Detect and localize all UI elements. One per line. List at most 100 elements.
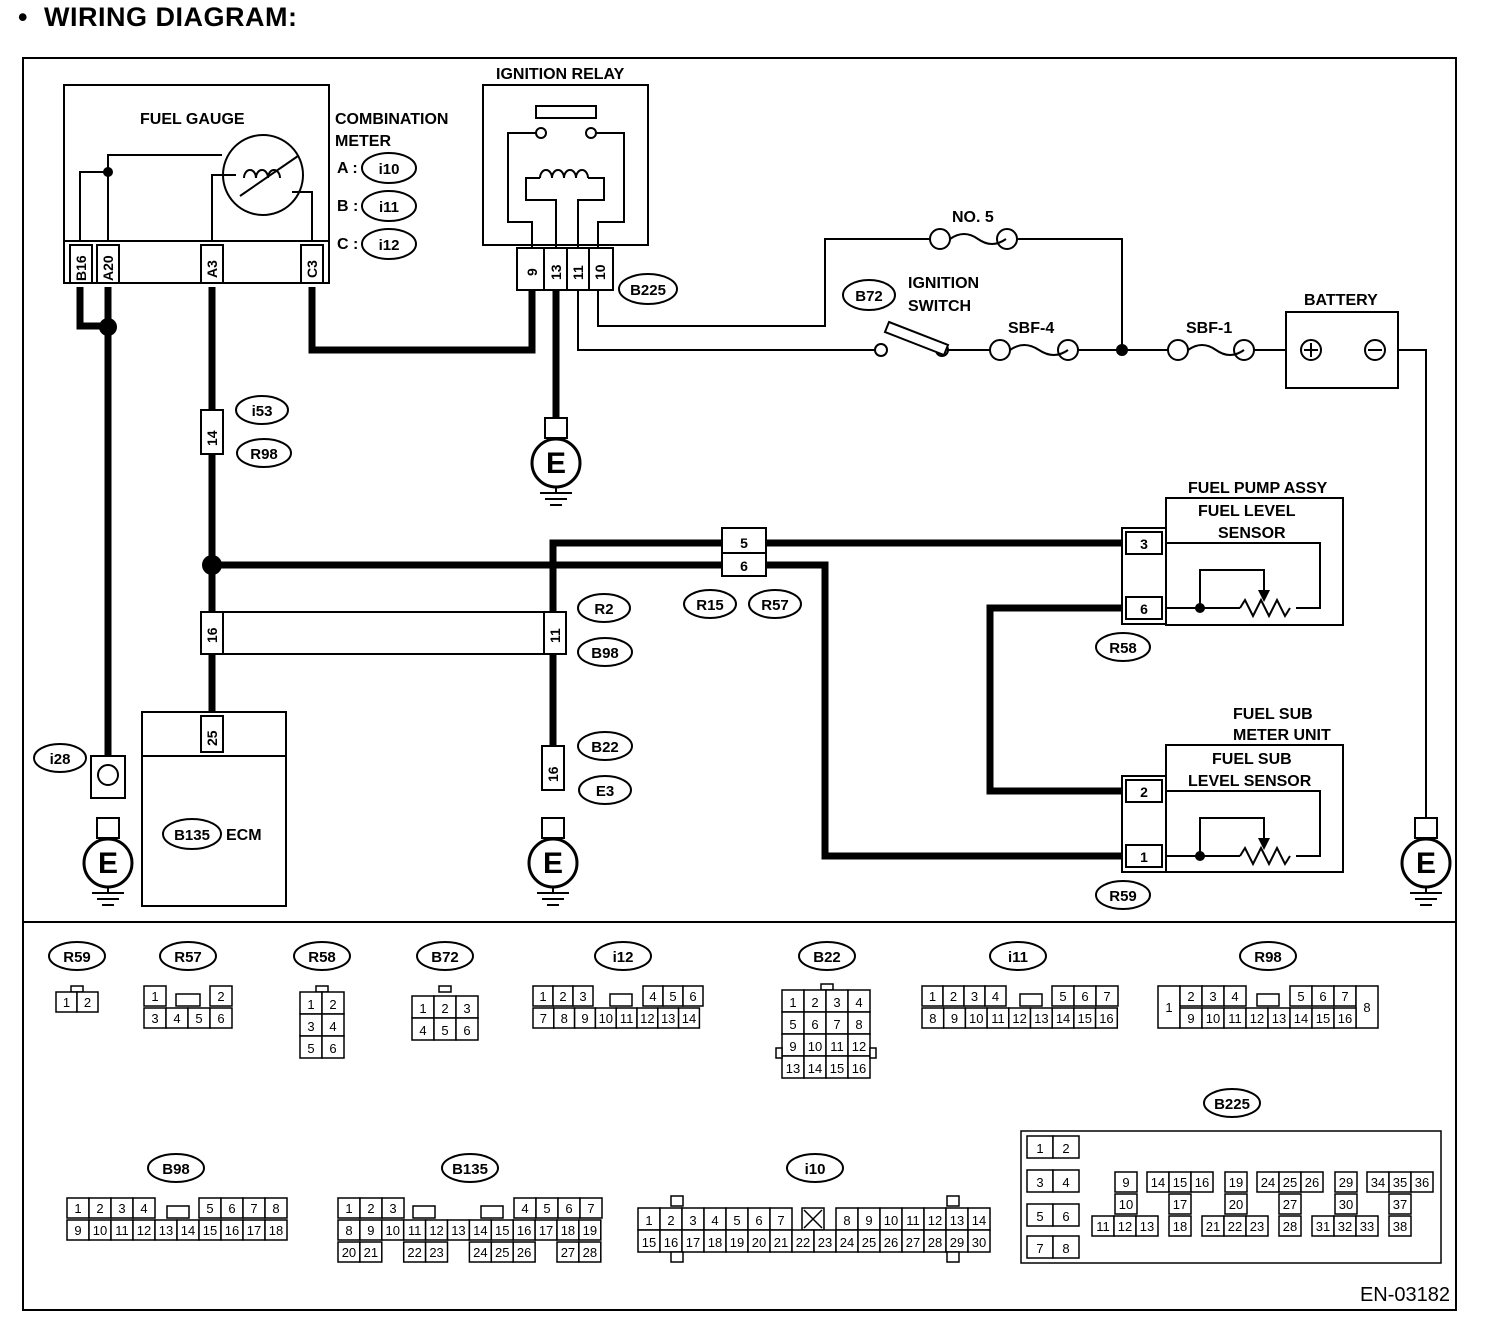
connector-pin-number: 22 [796, 1235, 810, 1250]
connector-view-tag-text: B22 [813, 949, 841, 966]
connector-pin-number: 1 [929, 989, 936, 1004]
pin-cell [1125, 779, 1163, 803]
connector-pin-number: 24 [1261, 1175, 1275, 1190]
connector-pin-cell [132, 1197, 156, 1219]
wire-c3-relay9 [308, 287, 536, 354]
connector-key [820, 983, 834, 991]
connector-tag-b135 [162, 818, 222, 850]
diagram-frame [22, 57, 1457, 1311]
wiper-arrow-icon [1258, 590, 1270, 602]
connector-pin-cell [1278, 1193, 1302, 1215]
connector-view-tag [786, 1153, 844, 1183]
pin-r59-1: 1 [1140, 849, 1148, 865]
connector-pin-number: 11 [115, 1223, 129, 1238]
connector-pin-number: 4 [1231, 989, 1238, 1004]
connector-pin-number: 2 [950, 989, 957, 1004]
connector-pin-number: 23 [1250, 1219, 1264, 1234]
connector-tag-r15 [683, 589, 737, 619]
connector-pin-number: 4 [649, 989, 656, 1004]
inline-connectors: 14 i53 R98 5 6 R15 R57 16 11 R2 B98 16 B… [33, 395, 802, 805]
connector-pin-number: 2 [559, 989, 566, 1004]
relay-housing [482, 84, 649, 246]
wire-relay11-switch [577, 290, 875, 351]
connector-pin-number: 29 [950, 1235, 964, 1250]
connector-view-tag-text: R57 [174, 949, 202, 966]
connector-pin-number: 17 [539, 1223, 553, 1238]
connector-pin-number: 16 [1195, 1175, 1209, 1190]
connector-pin-number: 5 [733, 1213, 740, 1228]
connector-tag-i10 [361, 152, 417, 184]
pin-r15-5: 5 [740, 535, 748, 551]
connector-pin-cell [578, 1219, 602, 1241]
connector-tag-e3 [578, 775, 632, 805]
connector-pin-number: 28 [928, 1235, 942, 1250]
ignition-relay-label: IGNITION RELAY [496, 66, 625, 83]
connector-pin-number: 16 [664, 1235, 678, 1250]
connector-pin-number: 15 [1173, 1175, 1187, 1190]
splice-dot [1116, 344, 1128, 356]
connector-pin-number: 15 [1078, 1011, 1092, 1026]
connector-pin-number: 2 [217, 989, 224, 1004]
pin-cell [300, 244, 324, 284]
connector-pin-number: 3 [463, 1001, 470, 1016]
connector-pin-number: 6 [811, 1017, 818, 1032]
connector-pin-number: 2 [811, 995, 818, 1010]
relay-contact-bar [535, 105, 597, 119]
splice-dot [1195, 851, 1205, 861]
connector-pin-number: 18 [269, 1223, 283, 1238]
connector-pin-number: 10 [1206, 1011, 1220, 1026]
connector-pin-number: 9 [1187, 1011, 1194, 1026]
connector-pin-number: 10 [1119, 1197, 1133, 1212]
relay-internal-wire [596, 132, 625, 248]
connector-pin-number: 5 [1059, 989, 1066, 1004]
battery-plus-icon [1304, 343, 1318, 357]
connector-key [412, 1205, 436, 1219]
title-text: WIRING DIAGRAM: [43, 2, 298, 32]
wire-r2-11-branch [549, 539, 722, 760]
connector-view-tag [147, 1153, 205, 1183]
connector-view-tag [798, 941, 856, 971]
relay-coil-icon [539, 169, 589, 179]
connector-tag-i12 [361, 228, 417, 260]
connector-pin-number: 23 [429, 1245, 443, 1260]
connector-view-tag [1239, 941, 1297, 971]
connector-pin-number: 3 [307, 1019, 314, 1034]
connector-pin-number: 4 [992, 989, 999, 1004]
connector-pin-number: 4 [855, 995, 862, 1010]
gauge-internal-wire [211, 174, 236, 241]
wiper-arrow-icon [1258, 838, 1270, 850]
connector-r2 [200, 611, 567, 655]
connector-pin-cell [209, 1007, 233, 1029]
connector-pin-number: 3 [1209, 989, 1216, 1004]
connector-pin-number: 7 [540, 1011, 547, 1026]
connector-pin-number: 4 [329, 1019, 336, 1034]
connector-pin-number: 5 [1297, 989, 1304, 1004]
connector-pin-number: 9 [74, 1223, 81, 1238]
connector-pin-number: 19 [1229, 1175, 1243, 1190]
connector-latch [670, 1195, 684, 1207]
pin-cell [96, 244, 120, 284]
connector-pin-number: 5 [441, 1023, 448, 1038]
fuel-sub-level-label: LEVEL SENSOR [1188, 773, 1312, 790]
connector-pin-number: 22 [407, 1245, 421, 1260]
connector-pin-number: 11 [991, 1011, 1005, 1026]
connector-view-tag-text: i10 [805, 1161, 826, 1178]
connector-pin-number: 10 [386, 1223, 400, 1238]
pin-r15-6: 6 [740, 558, 748, 574]
connector-pin-number: 2 [329, 997, 336, 1012]
connector-pin-number: 5 [543, 1201, 550, 1216]
connector-pin-number: 26 [517, 1245, 531, 1260]
connector-view-tag [989, 941, 1047, 971]
connector-tag-text: R98 [250, 446, 278, 463]
connector-view-tag [1203, 1088, 1261, 1118]
connector-pin-number: 11 [408, 1223, 422, 1238]
connector-pin-number: 13 [661, 1011, 675, 1026]
fuse-no5-label: NO. 5 [952, 209, 994, 226]
connector-pin-number: 20 [1229, 1197, 1243, 1212]
connector-pin-number: 10 [599, 1011, 613, 1026]
connector-pin-number: 8 [843, 1213, 850, 1228]
fuel-level-sensor-label: FUEL LEVEL [1198, 503, 1296, 520]
connector-pin-cell [1114, 1193, 1138, 1215]
connector-pin-number: 8 [1062, 1241, 1069, 1256]
